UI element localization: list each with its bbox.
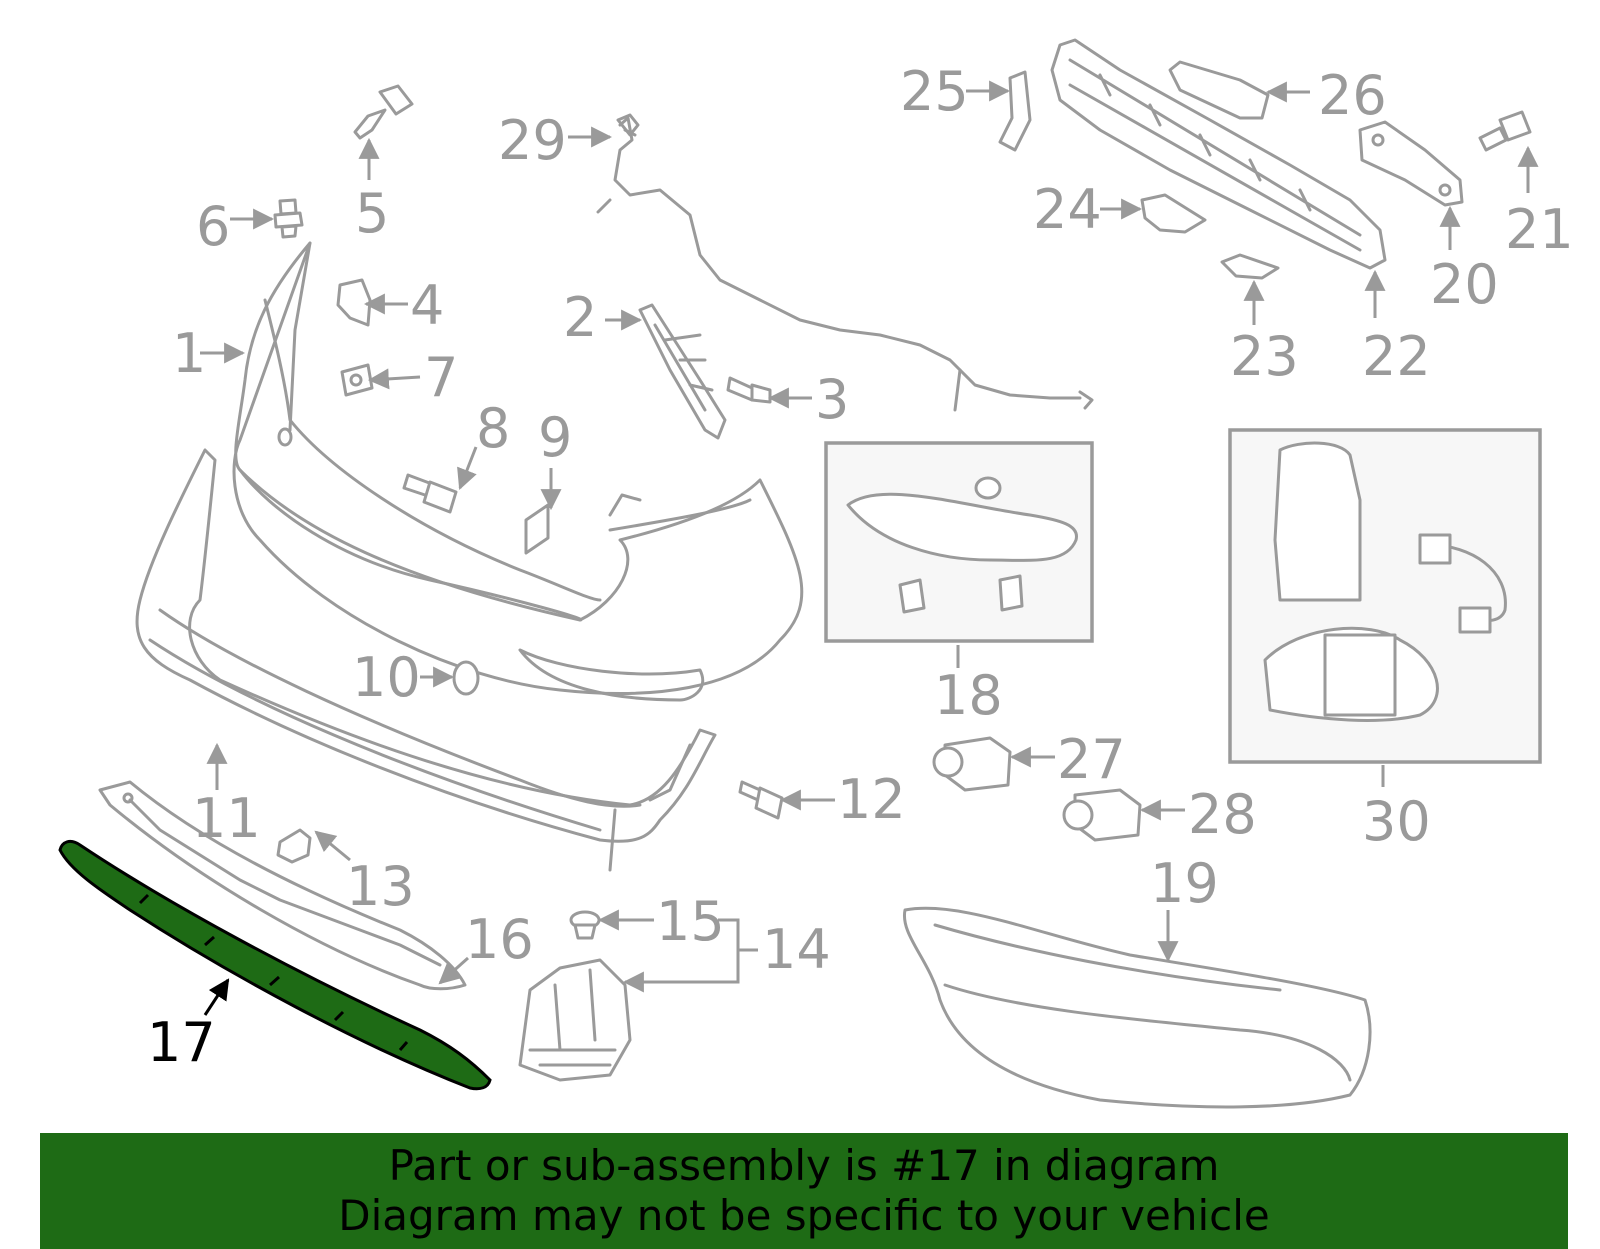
part-24-bracket[interactable] — [1140, 193, 1207, 234]
callout-3: 3 — [815, 368, 849, 431]
callout-29: 29 — [498, 109, 567, 172]
callout-14: 14 — [762, 918, 831, 981]
callout-9: 9 — [538, 406, 572, 469]
callout-4: 4 — [410, 274, 444, 337]
part-19-lamp[interactable] — [902, 906, 1372, 1109]
callout-6: 6 — [196, 195, 230, 258]
part-23-bracket[interactable] — [1220, 253, 1280, 280]
part-26-bracket[interactable] — [1168, 60, 1270, 120]
banner-line-1: Part or sub-assembly is #17 in diagram — [388, 1141, 1220, 1190]
part-12-bolt[interactable] — [738, 780, 784, 820]
part-5-push-pin[interactable] — [353, 84, 414, 140]
callout-8: 8 — [476, 397, 510, 460]
banner-line-2: Diagram may not be specific to your vehi… — [338, 1191, 1270, 1240]
box-30-sensor-kit — [1228, 428, 1542, 764]
part-20-bracket[interactable] — [1358, 120, 1464, 207]
callout-7: 7 — [424, 346, 458, 409]
callout-24: 24 — [1033, 178, 1102, 241]
part-16-lower-bracket[interactable] — [98, 780, 467, 991]
callout-18: 18 — [934, 664, 1003, 727]
callout-19: 19 — [1150, 852, 1219, 915]
callout-10: 10 — [352, 646, 421, 709]
callout-17: 17 — [147, 1011, 216, 1074]
callout-2: 2 — [563, 286, 597, 349]
callout-1: 1 — [172, 322, 206, 385]
box-18-lamp-kit — [824, 441, 1094, 643]
part-29-wiring-harness[interactable] — [596, 113, 1094, 412]
part-14-bracket[interactable] — [518, 958, 632, 1082]
callout-20: 20 — [1430, 253, 1499, 316]
callout-22: 22 — [1362, 325, 1431, 388]
callout-labels: 1 2 3 4 5 6 7 8 9 10 11 12 13 14 15 16 1… — [147, 60, 1574, 1074]
part-22-reinforcement-beam[interactable] — [1050, 38, 1387, 270]
part-13-clip[interactable] — [276, 828, 312, 864]
part-3-bolt[interactable] — [726, 376, 772, 404]
callout-21: 21 — [1505, 198, 1574, 261]
callout-13: 13 — [346, 855, 415, 918]
part-7-nut[interactable] — [340, 363, 374, 397]
info-banner: Part or sub-assembly is #17 in diagram D… — [40, 1133, 1568, 1249]
callout-16: 16 — [465, 908, 534, 971]
part-6-clip[interactable] — [273, 198, 304, 239]
part-2-side-bracket[interactable] — [638, 303, 727, 440]
part-21-bolt[interactable] — [1478, 110, 1532, 152]
part-27-sensor[interactable] — [932, 736, 1012, 792]
callout-28: 28 — [1188, 783, 1257, 846]
part-1-bumper-cover[interactable] — [232, 241, 804, 702]
part-11-lower-cover[interactable] — [135, 448, 717, 872]
callout-27: 27 — [1057, 728, 1126, 791]
part-10-plug[interactable] — [452, 660, 480, 696]
callout-15: 15 — [656, 890, 725, 953]
part-28-sensor[interactable] — [1062, 788, 1142, 842]
part-4-bracket[interactable] — [336, 278, 372, 327]
part-17-lower-strip[interactable] — [58, 839, 492, 1091]
callout-30: 30 — [1362, 790, 1431, 853]
leader-lines — [200, 80, 1539, 1016]
callout-23: 23 — [1230, 325, 1299, 388]
part-8-bolt[interactable] — [402, 473, 458, 514]
part-25-bracket[interactable] — [998, 70, 1032, 152]
callout-5: 5 — [355, 182, 389, 245]
part-9-label[interactable] — [524, 503, 550, 555]
callout-25: 25 — [900, 60, 969, 123]
callout-26: 26 — [1318, 64, 1387, 127]
callout-11: 11 — [192, 787, 261, 850]
part-15-grommet[interactable] — [569, 910, 601, 940]
callout-12: 12 — [837, 768, 906, 831]
